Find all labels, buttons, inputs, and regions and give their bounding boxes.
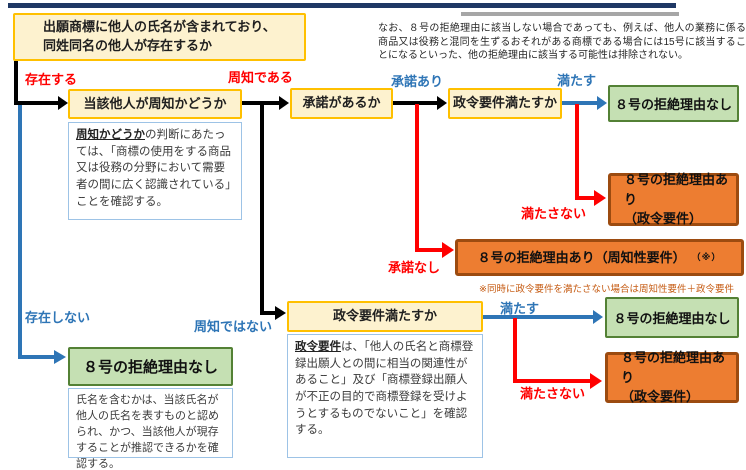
edge-not-exists-arrow (18, 105, 66, 364)
result-reason-cabinet-top-line2: （政令要件） (624, 211, 703, 227)
result-no-reason-top: ８号の拒絶理由なし (608, 85, 739, 122)
wellknown-note: 周知かどうかの判断にあたっては、「商標の使用をする商品又は役務の分野において需要… (68, 122, 242, 220)
result-no-reason-left: ８号の拒絶理由なし (68, 347, 233, 386)
result-reason-wellknown-text: ８号の拒絶理由あり（周知性要件） (477, 249, 686, 265)
result-reason-cabinet-bottom-line2: （政令要件） (621, 389, 700, 405)
edge-wellknown-yes-arrow (242, 96, 289, 110)
wellknown-question-box: 当該他人が周知かどうか (68, 89, 242, 119)
asterisk-note: ※同時に政令要件を満たさない場合は周知性要件＋政令要件 (479, 284, 734, 295)
name-check-note: 氏名を含むかは、当該氏名が他人の氏名を表すものと認められ、かつ、当該他人が現存す… (68, 388, 233, 470)
result-no-reason-bottom-right: ８号の拒絶理由なし (605, 297, 739, 338)
result-reason-cabinet-bottom: ８号の拒絶理由あり （政令要件） (605, 350, 739, 404)
edge-label-not-meets-top: 満たさない (521, 206, 587, 221)
consent-question-box: 承諾があるか (290, 88, 393, 119)
result-reason-wellknown: ８号の拒絶理由あり（周知性要件） （※） (455, 239, 744, 276)
edge-consent-no-arrow (415, 104, 454, 258)
edge-consent-yes-arrow (393, 96, 447, 110)
wellknown-note-body: の判断にあたっては、「商標の使用をする商品又は役務の分野において需要者の間に広く… (76, 129, 232, 208)
result-reason-wellknown-mark: （※） (691, 251, 722, 262)
cabinet-note-lead: 政令要件 (295, 341, 341, 353)
edge-meets-bottom-arrow (483, 310, 603, 324)
top-navy-bar (8, 3, 676, 8)
cabinet-question-box-bottom: 政令要件満たすか (287, 301, 483, 332)
start-question-line1: 出願商標に他人の氏名が含まれており、 (43, 19, 276, 35)
edge-label-meets-bottom: 満たす (500, 301, 540, 316)
edge-label-wellknown-no: 周知ではない (194, 319, 273, 334)
edge-label-not-meets-bottom: 満たさない (520, 386, 586, 401)
result-reason-cabinet-bottom-line1: ８号の拒絶理由あり (621, 350, 726, 385)
start-question-line2: 同姓同名の他人が存在するか (43, 38, 213, 53)
edge-not-meets-top-arrow (575, 104, 606, 206)
edge-label-exists: 存在する (25, 72, 78, 87)
cabinet-note: 政令要件は、「他人の氏名と商標登録出願人との間に相当の関連性があること」及び「商… (287, 334, 483, 458)
cabinet-question-box-top: 政令要件満たすか (448, 88, 562, 119)
result-reason-cabinet-top: ８号の拒絶理由あり （政令要件） (608, 172, 739, 227)
edge-label-consent-no: 承諾なし (388, 260, 441, 275)
edge-wellknown-no-arrow (260, 103, 286, 320)
top-gray-bar (461, 12, 679, 16)
start-question-box: 出願商標に他人の氏名が含まれており、 同姓同名の他人が存在するか (13, 13, 306, 61)
result-reason-cabinet-top-line1: ８号の拒絶理由あり (624, 172, 729, 207)
wellknown-note-lead: 周知かどうか (76, 129, 145, 141)
edge-label-consent-yes: 承諾あり (391, 74, 444, 89)
edge-exists-arrow (14, 61, 68, 110)
header-note: なお、８号の拒絶理由に該当しない場合であっても、例えば、他人の業務に係る商品又は… (378, 23, 746, 61)
edge-label-wellknown-yes: 周知である (228, 70, 293, 85)
edge-label-meets-top: 満たす (557, 73, 597, 88)
cabinet-note-body: は、「他人の氏名と商標登録出願人との間に相当の関連性があること」及び「商標登録出… (295, 341, 474, 437)
edge-not-meets-bottom-arrow (513, 318, 602, 389)
edge-meets-top-arrow (562, 96, 607, 110)
edge-label-not-exists: 存在しない (25, 310, 91, 325)
